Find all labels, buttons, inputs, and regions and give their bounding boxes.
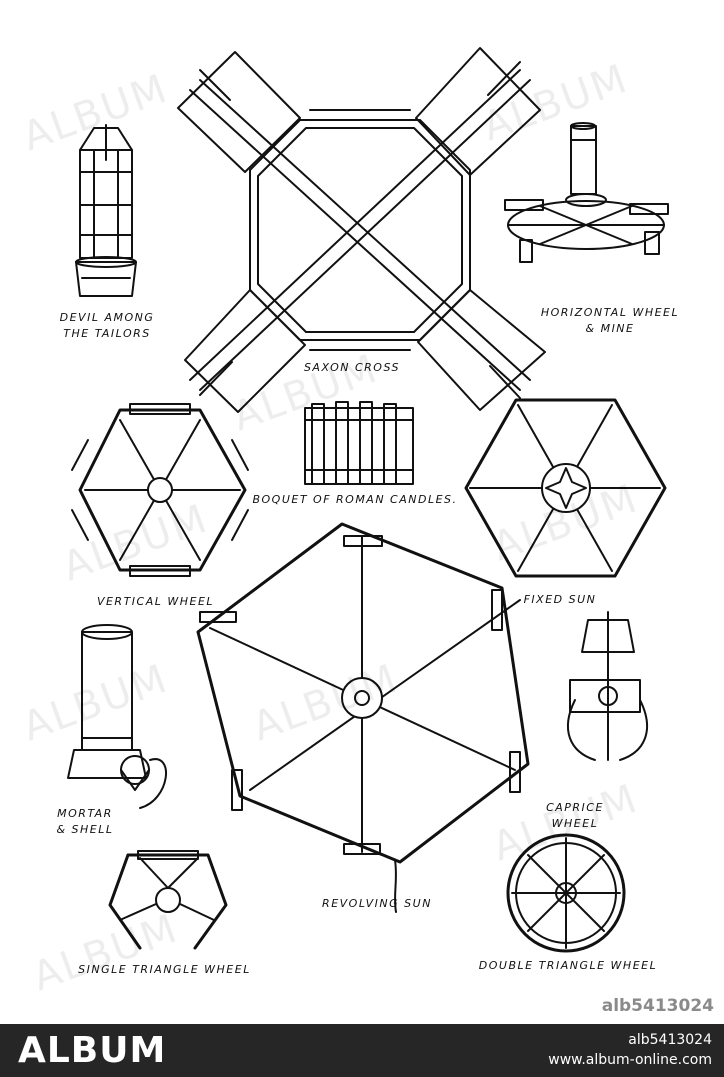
label-mortar-shell: MORTAR & SHELL <box>40 806 130 838</box>
label-vertical-wheel: VERTICAL WHEEL <box>96 595 215 608</box>
roman-candles-illustration <box>304 401 414 485</box>
label-saxon-cross: SAXON CROSS <box>303 361 401 374</box>
label-horizontal-wheel: HORIZONTAL WHEEL & MINE <box>520 305 700 337</box>
devil-among-tailors-illustration <box>75 124 137 297</box>
double-triangle-wheel-illustration <box>506 833 626 953</box>
fireworks-plate <box>67 47 669 953</box>
single-triangle-wheel-illustration <box>108 850 228 950</box>
label-line: THE TAILORS <box>63 327 151 340</box>
label-line: CAPRICE <box>546 801 604 814</box>
label-double-triangle-wheel: DOUBLE TRIANGLE WHEEL <box>478 959 658 972</box>
footer-website: www.album-online.com <box>548 1052 712 1068</box>
revolving-sun-illustration <box>196 522 530 913</box>
label-roman-candles: BOQUET OF ROMAN CANDLES. <box>252 493 458 506</box>
label-line: WHEEL <box>551 817 599 830</box>
footer-bar: ALBUM alb5413024 www.album-online.com <box>0 1024 724 1077</box>
vertical-wheel-illustration <box>71 403 249 577</box>
mortar-and-shell-illustration <box>67 624 167 809</box>
fixed-sun-illustration <box>464 398 667 578</box>
saxon-cross-illustration <box>177 47 546 413</box>
label-devil-among-tailors: DEVIL AMONG THE TAILORS <box>52 310 162 342</box>
album-logo: ALBUM <box>18 1030 167 1071</box>
horizontal-wheel-illustration <box>504 122 669 263</box>
label-line: & MINE <box>585 322 635 335</box>
label-line: & SHELL <box>56 823 114 836</box>
label-fixed-sun: FIXED SUN <box>523 593 597 606</box>
label-line: DEVIL AMONG <box>59 311 155 324</box>
label-line: MORTAR <box>57 807 113 820</box>
label-revolving-sun: REVOLVING SUN <box>322 897 432 910</box>
label-single-triangle-wheel: SINGLE TRIANGLE WHEEL <box>78 963 251 976</box>
caprice-wheel-illustration <box>566 611 649 761</box>
label-line: HORIZONTAL WHEEL <box>540 306 680 319</box>
footer-image-id: alb5413024 <box>628 1032 712 1048</box>
label-caprice-wheel: CAPRICE WHEEL <box>530 800 620 832</box>
stock-id-label: alb5413024 <box>601 996 714 1016</box>
